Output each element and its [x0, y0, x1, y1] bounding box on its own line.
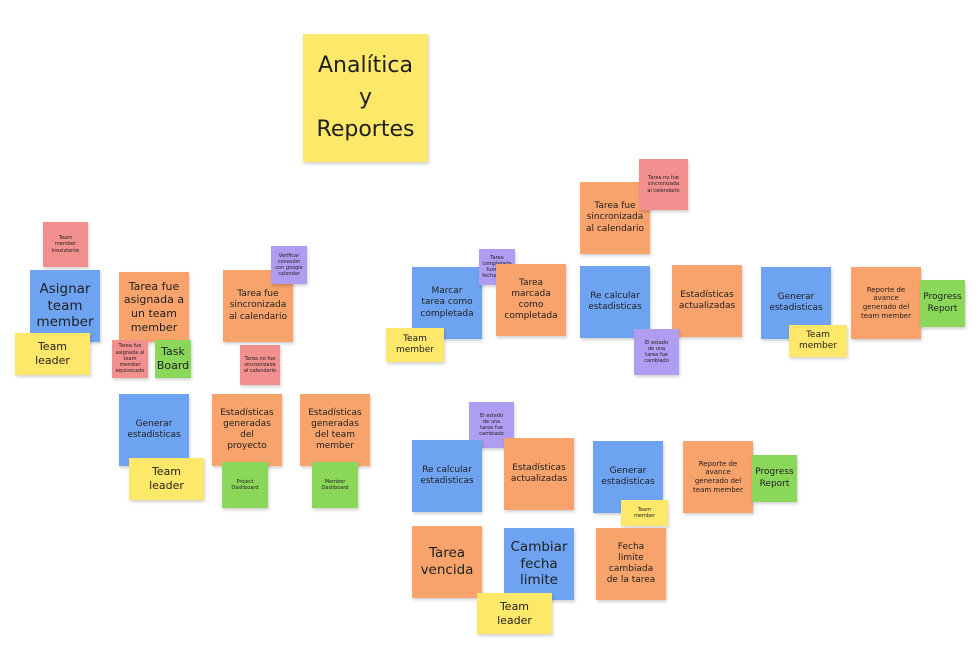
member-dashboard-note[interactable]: Member Dashboard [312, 462, 358, 508]
title-note[interactable]: Analítica y Reportes [303, 34, 428, 162]
team-member-note-2[interactable]: Team member [789, 325, 847, 357]
asignar-team-member-note[interactable]: Asignar team member [30, 270, 100, 342]
marcar-tarea-completada-note[interactable]: Marcar tarea como completada [412, 267, 482, 339]
tarea-fue-asignada-note[interactable]: Tarea fue asignada a un team member [119, 272, 189, 342]
reporte-avance-note-1[interactable]: Reporte de avance generado del team memb… [851, 267, 921, 339]
estadisticas-team-member-note[interactable]: Estadísticas generadas del team member [300, 394, 370, 466]
verificar-conexion-note[interactable]: Verificar conexión con google calendar [271, 246, 307, 284]
reporte-avance-note-2[interactable]: Reporte de avance generado del team memb… [683, 441, 753, 513]
team-leader-note-1[interactable]: Team leader [15, 333, 90, 375]
team-member-inexistente-note[interactable]: Team member inexistente [43, 222, 88, 267]
team-member-note-3[interactable]: Team member [621, 500, 668, 526]
team-leader-note-2[interactable]: Team leader [129, 458, 204, 500]
re-calcular-estadisticas-note-1[interactable]: Re calcular estadisticas [580, 266, 650, 338]
task-board-note[interactable]: Task Board [155, 340, 191, 378]
progress-report-note-1[interactable]: Progress Report [920, 280, 965, 327]
tarea-marcada-completada-note[interactable]: Tarea marcada como completada [496, 264, 566, 336]
project-dashboard-note[interactable]: Project Dashboard [222, 462, 268, 508]
estadisticas-proyecto-note[interactable]: Estadísticas generadas del proyecto [212, 394, 282, 466]
generar-estadisticas-note-1[interactable]: Generar estadisticas [119, 394, 189, 466]
tarea-vencida-note[interactable]: Tarea vencida [412, 526, 482, 598]
estadisticas-actualizadas-note-1[interactable]: Estadísticas actualizadas [672, 265, 742, 337]
tarea-sincronizada-note-2[interactable]: Tarea fue sincronizada al calendario [580, 182, 650, 254]
estado-tarea-cambiado-note-1[interactable]: El estado de una tarea fue cambiado [634, 329, 679, 375]
team-member-note-1[interactable]: Team member [386, 328, 444, 362]
team-leader-note-3[interactable]: Team leader [477, 593, 552, 634]
estadisticas-actualizadas-note-2[interactable]: Estadísticas actualizadas [504, 438, 574, 510]
cambiar-fecha-limite-note[interactable]: Cambiar fecha limite [504, 528, 574, 600]
tarea-no-sincronizada-note-1[interactable]: Tarea no fue sincronizada al calendario [240, 345, 280, 385]
progress-report-note-2[interactable]: Progress Report [752, 455, 797, 502]
fecha-limite-cambiada-note[interactable]: Fecha limite cambiada de la tarea [596, 528, 666, 600]
tarea-no-sincronizada-note-2[interactable]: Tarea no fue sincronizada al calendario [639, 159, 688, 210]
re-calcular-estadisticas-note-2[interactable]: Re calcular estadisticas [412, 440, 482, 512]
tarea-asignada-equivocado-note[interactable]: Tarea fue asignada al team member equivo… [112, 340, 148, 378]
